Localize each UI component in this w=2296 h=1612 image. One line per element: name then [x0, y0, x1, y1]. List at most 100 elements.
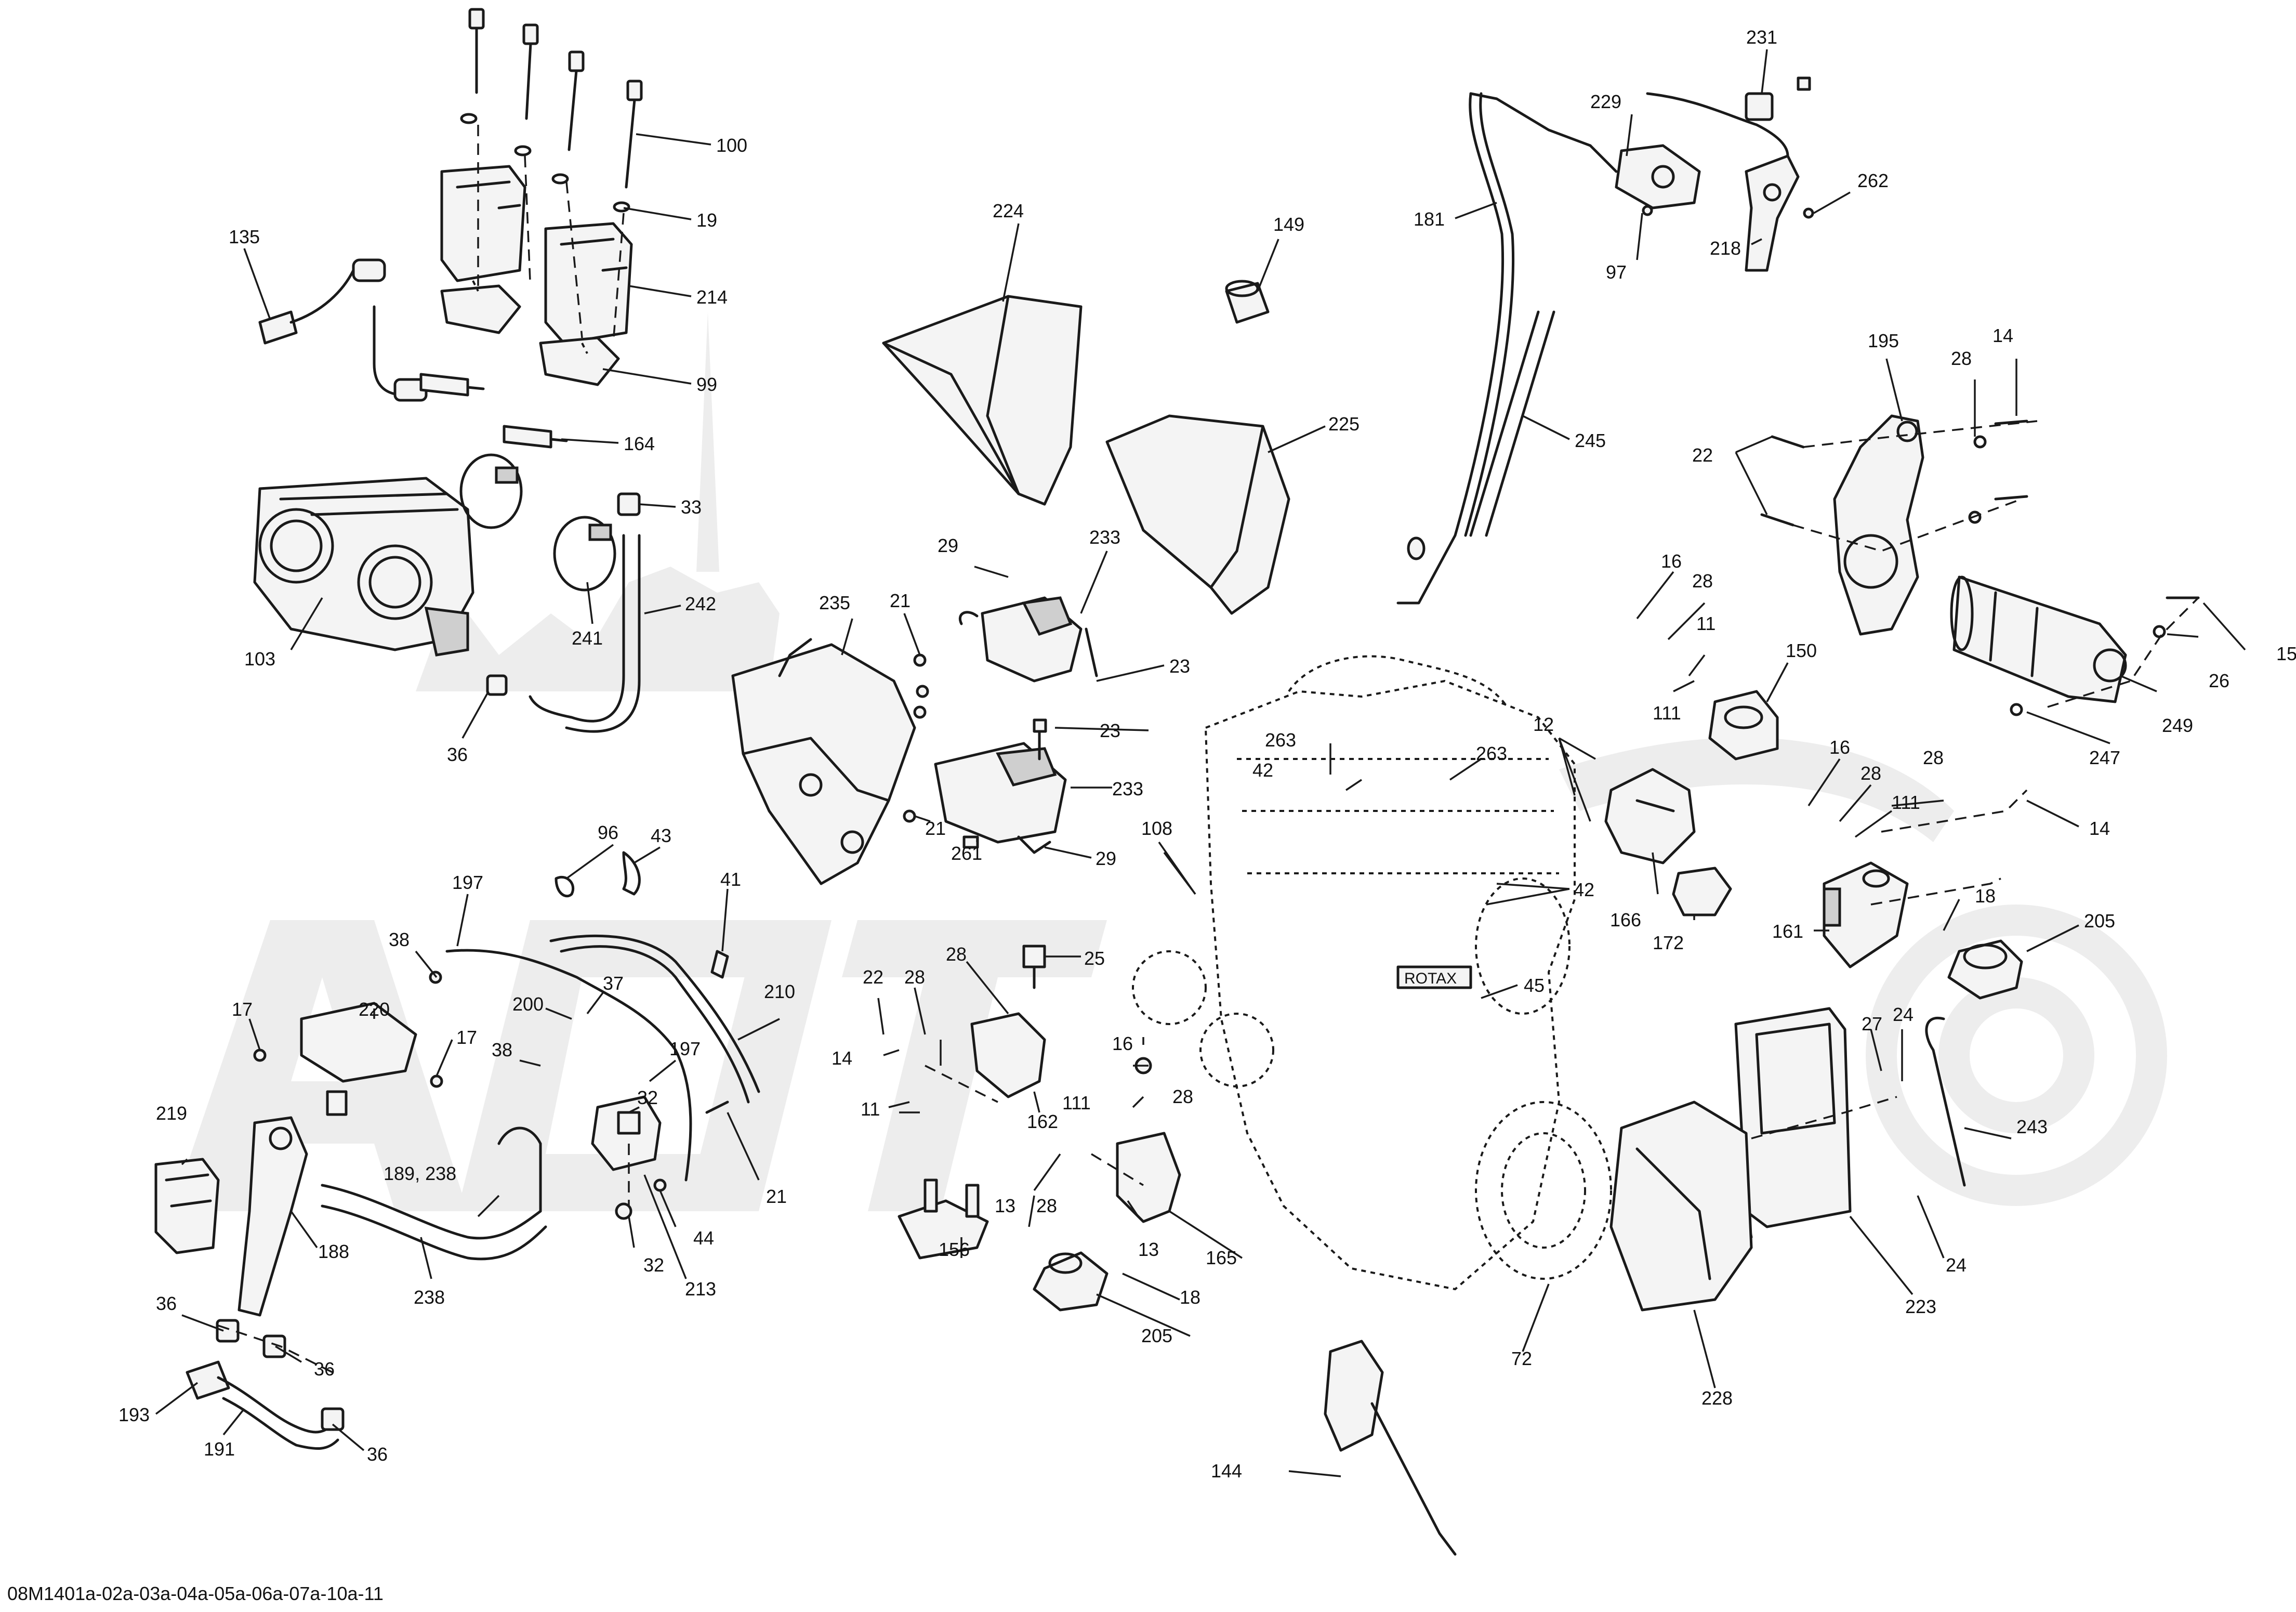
callout-111-a: 111 [1653, 702, 1681, 724]
callout-219: 219 [156, 1103, 187, 1124]
engine-mount-150 [1708, 690, 1779, 761]
callout-13-b: 13 [1138, 1239, 1159, 1260]
callout-191: 191 [204, 1438, 235, 1460]
callout-156: 156 [939, 1239, 970, 1260]
callout-42-a: 42 [1252, 759, 1273, 781]
bracket-165 [1116, 1057, 1181, 1223]
bracket-220 [253, 1002, 443, 1116]
callout-36-c: 36 [314, 1358, 335, 1380]
callout-172: 172 [1653, 932, 1684, 953]
hose-245 [1469, 310, 1555, 537]
callout-44: 44 [693, 1227, 714, 1249]
callout-45: 45 [1524, 975, 1545, 996]
callout-23-a: 23 [1169, 656, 1190, 677]
dipstick-144 [1324, 1340, 1457, 1556]
engine-72: ROTAX [1132, 655, 1612, 1291]
hose-242 [486, 492, 641, 733]
callout-135: 135 [229, 226, 260, 247]
callout-16-c: 16 [1112, 1033, 1133, 1054]
callout-17-a: 17 [232, 999, 253, 1020]
drawing-reference-code: 08M1401a-02a-03a-04a-05a-06a-07a-10a-11 [7, 1583, 384, 1604]
callout-12: 12 [1533, 714, 1554, 735]
callout-214: 214 [696, 286, 728, 308]
callout-42-b: 42 [1574, 879, 1594, 900]
callout-111-c: 111 [1062, 1092, 1091, 1113]
callout-111-b: 111 [1892, 792, 1920, 813]
callout-18-b: 18 [1180, 1287, 1200, 1308]
callout-41: 41 [720, 869, 741, 890]
callout-224: 224 [993, 200, 1024, 221]
callout-249: 249 [2162, 715, 2193, 736]
callout-193: 193 [118, 1404, 150, 1425]
leader-lines [155, 49, 2246, 1477]
bracket-156 [898, 1178, 989, 1260]
callout-27: 27 [1862, 1013, 1882, 1034]
starter-bolts [1760, 420, 2200, 716]
callout-24-a: 24 [1893, 1004, 1914, 1025]
callout-225: 225 [1328, 413, 1360, 435]
ecu-223 [1734, 1007, 1852, 1239]
connector-219 [154, 1158, 220, 1254]
callout-15: 15 [2276, 643, 2296, 664]
sensor-229 [1589, 144, 1701, 216]
callout-21-a: 21 [890, 590, 911, 611]
callout-231: 231 [1746, 27, 1777, 48]
callout-100: 100 [716, 135, 747, 156]
callout-43: 43 [651, 825, 671, 846]
hose-191 [186, 1319, 345, 1450]
callout-213: 213 [685, 1278, 716, 1300]
callout-218: 218 [1710, 238, 1741, 259]
callout-162: 162 [1027, 1111, 1058, 1132]
callout-21-b: 21 [925, 818, 946, 839]
callout-28-c: 28 [1860, 763, 1881, 784]
callout-228: 228 [1701, 1387, 1733, 1409]
callout-24-b: 24 [1946, 1254, 1967, 1276]
coil-bracket-233-lower [934, 721, 1067, 854]
callout-210: 210 [764, 981, 795, 1002]
callout-38-b: 38 [492, 1039, 512, 1060]
callout-72: 72 [1511, 1348, 1532, 1369]
callout-161: 161 [1772, 921, 1803, 942]
callout-37: 37 [603, 973, 624, 994]
hoses-197-210 [429, 934, 760, 1182]
callout-14-c: 14 [832, 1047, 852, 1069]
callout-144: 144 [1211, 1460, 1242, 1482]
engine-mount-205-center [1033, 1251, 1109, 1312]
callout-166: 166 [1610, 909, 1641, 930]
callout-243: 243 [2016, 1116, 2048, 1137]
callout-263-a: 263 [1265, 729, 1296, 751]
callout-238: 238 [414, 1287, 445, 1308]
callout-205-b: 205 [1141, 1325, 1172, 1346]
callout-11-a: 11 [1696, 613, 1716, 634]
callout-181: 181 [1414, 208, 1445, 230]
callout-11-b: 11 [861, 1098, 880, 1120]
engine-mount-166 [1604, 768, 1696, 864]
starter-249 [1950, 575, 2127, 703]
callout-28-d: 28 [1923, 747, 1944, 768]
engine-mount-205-right [1947, 939, 2023, 1000]
callout-21-c: 21 [766, 1186, 787, 1207]
callout-28-g: 28 [1172, 1086, 1193, 1107]
callout-103: 103 [244, 648, 275, 670]
ecu-bracket-228 [1609, 1100, 1753, 1312]
engine-mount-161 [1823, 861, 1909, 968]
assembly-lines [218, 125, 2199, 1373]
callout-13-a: 13 [995, 1195, 1015, 1216]
callout-188: 188 [318, 1241, 349, 1262]
callout-28-f: 28 [946, 943, 967, 965]
engine-brand-label: ROTAX [1404, 970, 1457, 987]
watermark [171, 312, 2167, 1211]
callout-32-a: 32 [637, 1087, 658, 1108]
callout-229: 229 [1590, 91, 1621, 112]
callout-16-a: 16 [1661, 551, 1682, 572]
pump-188 [237, 1116, 308, 1317]
callout-numbers: 100 19 214 99 135 164 33 242 103 241 36 … [118, 27, 2296, 1482]
sleeve-149 [1225, 280, 1270, 324]
callout-197-b: 197 [669, 1038, 701, 1059]
coil-bracket-233-upper [958, 596, 1083, 683]
spark-plug-wire-135 [258, 258, 428, 402]
callout-18-a: 18 [1975, 885, 1996, 907]
callout-22-a: 22 [1692, 444, 1713, 466]
callout-36-d: 36 [367, 1444, 388, 1465]
airbox-cover-225 [1105, 414, 1290, 615]
